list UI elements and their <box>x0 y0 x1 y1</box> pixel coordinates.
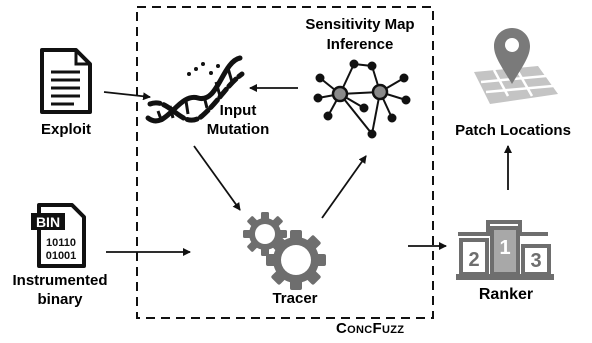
concfuzz-system-box <box>136 6 434 319</box>
dna-icon <box>145 55 245 124</box>
arrow-tracer-to-sensitivity <box>321 155 367 219</box>
map-pin-icon <box>474 28 558 104</box>
podium-rank-1: 1 <box>499 237 510 259</box>
podium-icon: 2 1 3 <box>456 220 554 280</box>
binary-file-icon: BIN 10110 01001 <box>31 203 86 268</box>
patch-locations-label: Patch Locations <box>455 122 571 139</box>
arrow-mutation-to-tracer <box>193 145 241 211</box>
gears-icon <box>243 212 326 290</box>
document-icon <box>40 48 92 114</box>
exploit-label: Exploit <box>40 121 91 138</box>
arrow-exploit-to-mutation <box>103 91 151 101</box>
concfuzz-c: C <box>336 320 348 337</box>
concfuzz-f: F <box>372 320 382 337</box>
network-graph-icon <box>313 59 411 139</box>
sensitivity-map-label-line1: Sensitivity Map <box>305 16 415 33</box>
bin-line-2: 01001 <box>46 250 77 262</box>
sensitivity-map-label-line2: Inference <box>326 36 394 53</box>
tracer-label: Tracer <box>272 290 318 307</box>
concfuzz-uzz: UZZ <box>381 324 405 336</box>
concfuzz-label: CONCFUZZ <box>336 320 404 339</box>
ranker-label: Ranker <box>478 286 534 303</box>
instrumented-binary-label-line1: Instrumented <box>12 272 108 289</box>
input-mutation-label-line1: Input <box>219 102 257 119</box>
instrumented-binary-label-line2: binary <box>37 291 83 308</box>
bin-line-1: 10110 <box>46 237 76 249</box>
podium-rank-2: 2 <box>468 249 479 271</box>
input-mutation-label-line2: Mutation <box>206 121 270 138</box>
bin-badge-text: BIN <box>36 214 60 230</box>
concfuzz-onc: ONC <box>347 324 373 336</box>
podium-rank-3: 3 <box>530 250 541 272</box>
